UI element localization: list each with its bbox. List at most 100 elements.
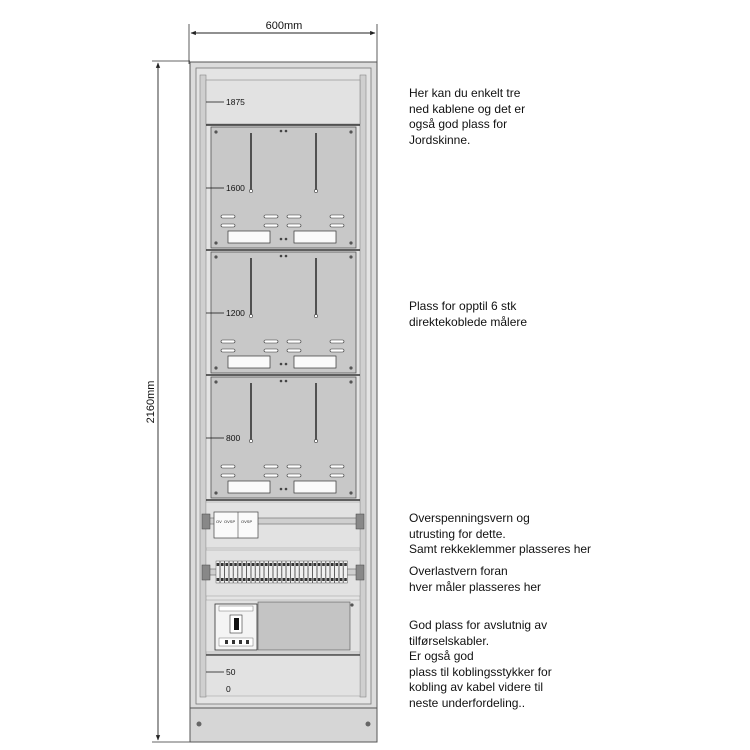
level-mark: 0 [226,684,231,694]
top-cable-area [205,79,361,125]
terminal-block [334,560,339,584]
terminal-top-screw [282,563,286,566]
terminal-bottom-screw [251,578,255,581]
mount-slot [220,348,236,353]
panel-screw [349,366,353,370]
terminal-bottom-screw [247,578,250,581]
level-marks: 1875 1600 1200 800 50 0 [206,97,245,694]
meter-panel-plate [210,251,357,374]
spd-label-right: OVSP [241,519,252,524]
terminal-bottom-screw [335,578,338,581]
meter-panel-plate [210,126,357,249]
terminal-bottom-screw [238,578,242,581]
terminal-top-screw [273,563,277,566]
terminal-block [303,560,308,584]
height-label: 2160mm [145,381,157,424]
mount-slot [329,223,345,228]
terminal-top-screw [269,563,272,566]
bottom-cable-area [205,653,361,697]
terminal-body [228,560,234,584]
terminal-bottom-screw [287,578,290,581]
terminal-top-screw [304,563,308,566]
terminal-bottom-screw [317,578,321,581]
meter-label-window [227,230,271,244]
rail-clamp-left-2 [201,564,211,581]
terminal-top-screw [339,563,343,566]
terminal-top-screw [344,563,347,566]
terminal-block [237,560,242,584]
note-top-cable-entry: Her kan du enkelt tre ned kablene og det… [409,86,526,147]
plinth-screw-left [196,721,202,727]
terminal-block [295,560,300,584]
terminal-top-screw [247,563,250,566]
spd-section: OV OVSP OVSP [201,501,365,549]
terminal-top-screw [216,563,220,566]
mount-slot [263,464,279,469]
mount-slot [263,339,279,344]
terminal-body [233,560,238,584]
width-label: 600mm [266,20,303,32]
mount-hole [314,314,318,318]
mount-slot [329,473,345,478]
panel-dot [284,362,288,366]
terminal-top-screw [295,563,299,566]
terminal-body [277,560,282,584]
terminal-bottom-screw [265,578,268,581]
mount-slot [220,473,236,478]
cabinet-plinth [189,707,378,743]
mount-hole [314,439,318,443]
level-mark: 1600 [226,183,245,193]
terminal-top-screw [291,563,294,566]
panel-dot [279,129,283,133]
terminal-bottom-screw [331,578,334,581]
main-breaker-section [205,599,361,653]
panel-screw [214,130,218,134]
terminal-block [268,560,273,584]
terminal-top-screw [300,563,303,566]
terminal-body [317,560,322,584]
mount-slot [329,348,345,353]
terminal-block [308,560,313,584]
terminal-body [334,560,339,584]
terminal-bottom-screw [243,578,246,581]
terminal-top-screw [335,563,338,566]
panel-screw [214,241,218,245]
terminal-bottom-screw [326,578,330,581]
terminal-block [343,560,348,584]
mount-slot [263,214,279,219]
spd-label-left: OV [216,519,222,524]
terminal-body [321,560,326,584]
panel-dot [284,254,288,258]
terminal-body [220,560,225,584]
meter-panel [206,251,360,376]
panel-screw [349,380,353,384]
terminal-block [281,560,286,584]
panel-screw [214,255,218,259]
mount-slot [286,223,302,228]
terminal-bottom-screw [282,578,286,581]
terminal-top-screw [225,563,228,566]
rail-clamp-right-2 [355,564,365,581]
terminal-body [255,560,260,584]
terminal-top-screw [287,563,290,566]
panel-dot [284,487,288,491]
terminal-block [321,560,326,584]
terminal-bottom-screw [344,578,347,581]
terminal-block [339,560,344,584]
meter-label-window [293,480,337,494]
terminal-body [237,560,242,584]
terminal-bottom-screw [300,578,303,581]
mount-hole [249,314,253,318]
mount-slot [286,348,302,353]
surge-protector [213,511,259,539]
terminal-top-screw [238,563,242,566]
terminal-body [312,560,317,584]
terminal-block [317,560,322,584]
terminal-block [273,560,278,584]
terminal-body [273,560,278,584]
rail-clamp-right [355,513,365,530]
spd-label-mid: OVSP [224,519,235,524]
terminal-body [303,560,308,584]
rail-clamp-left [201,513,211,530]
note-meter-capacity: Plass for opptil 6 stk direktekoblede må… [409,299,528,329]
